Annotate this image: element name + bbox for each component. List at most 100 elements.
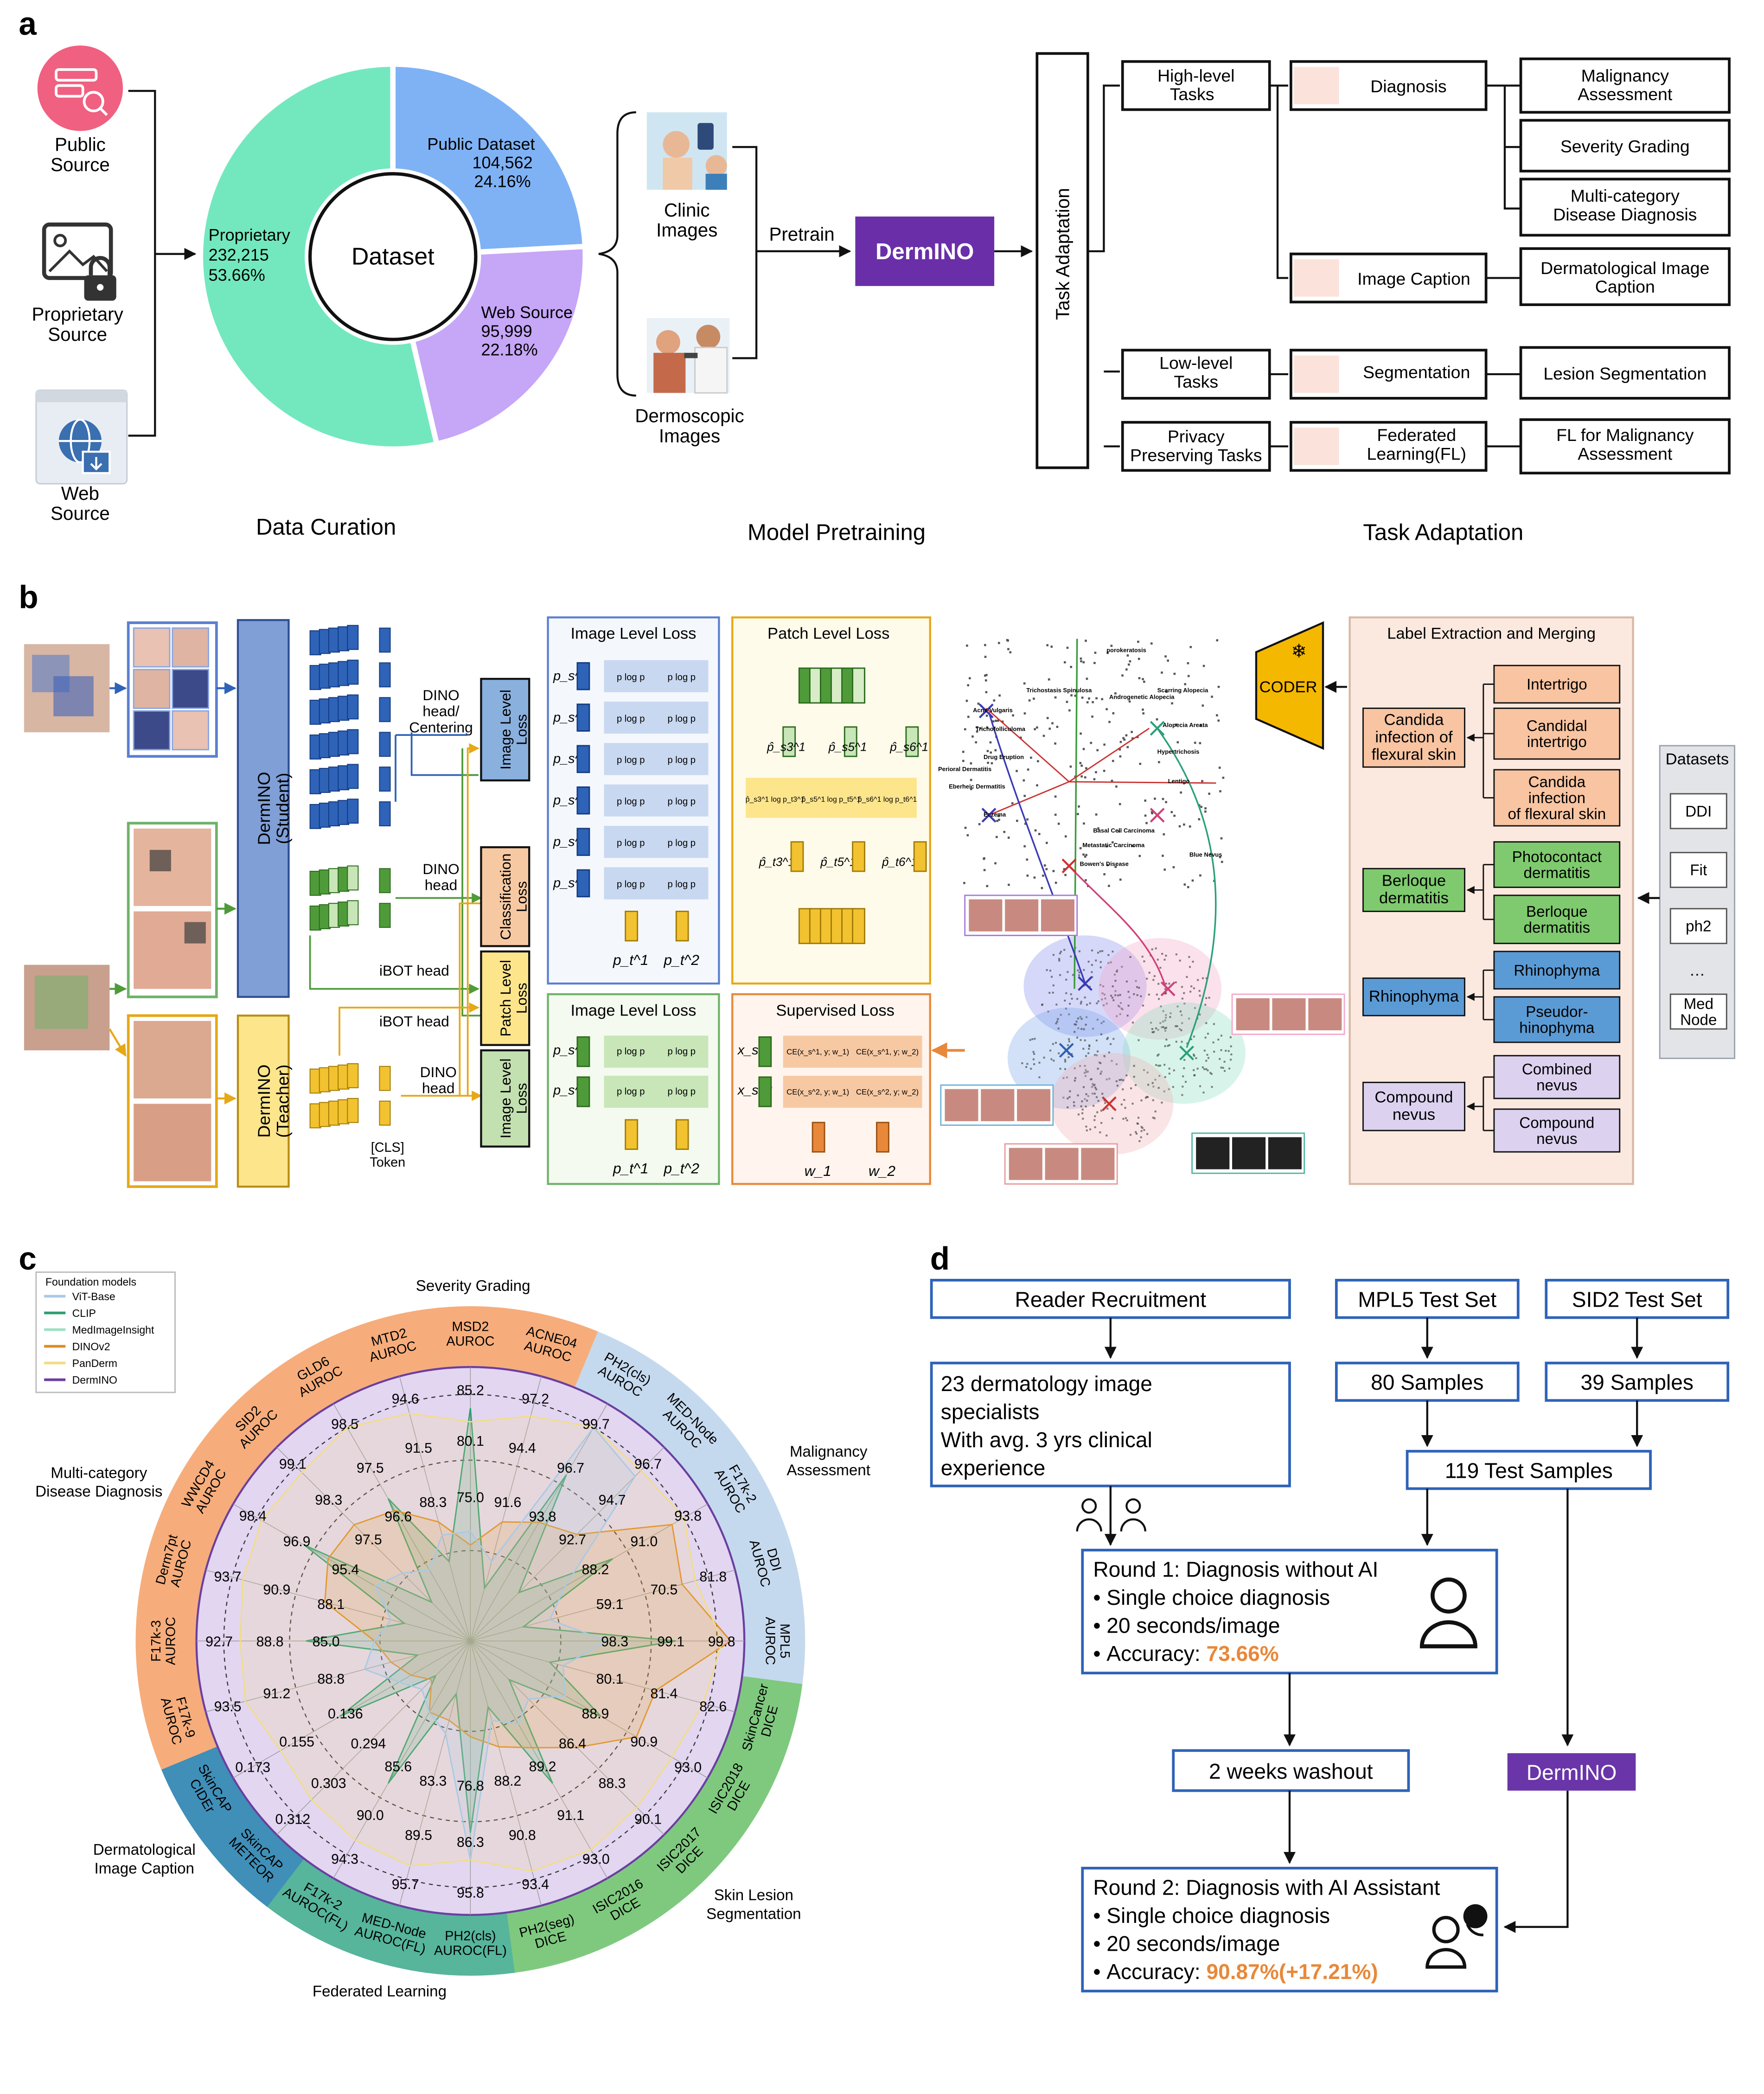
radar-spoke: [233, 1503, 471, 1641]
embedding-point: [1203, 1068, 1206, 1070]
radar-outer-value: 0.312: [275, 1812, 310, 1827]
embedding-point: [1067, 1044, 1069, 1047]
radar-inner-value: 88.8: [256, 1634, 284, 1649]
radar-spoke: [470, 1376, 542, 1641]
embedding-point: [1074, 1031, 1076, 1033]
radar-outer-value: 93.7: [214, 1569, 242, 1584]
embedding-point: [1160, 1005, 1162, 1008]
embedding-point: [1115, 1080, 1118, 1082]
embedding-point: [1007, 648, 1010, 651]
dataset-ellipsis: …: [1689, 962, 1706, 979]
embedding-point: [1054, 813, 1057, 816]
model-name-d: DermINO: [1527, 1761, 1617, 1785]
embedding-point: [1141, 956, 1144, 958]
samples-80-label: 80 Samples: [1371, 1370, 1483, 1394]
embedding-point: [1048, 678, 1050, 681]
embedding-point: [1112, 1038, 1115, 1040]
embedding-point: [1112, 951, 1114, 953]
embedding-point: [1122, 1088, 1124, 1091]
subtask-label-severity: Severity Grading: [1560, 137, 1690, 156]
embedding-point: [1088, 697, 1090, 700]
embedding-point: [1157, 1054, 1159, 1057]
radar-inner-value: 0.303: [311, 1776, 346, 1791]
embedding-point: [1016, 819, 1018, 822]
embedding-point: [1184, 683, 1187, 685]
embedding-point: [1034, 829, 1037, 832]
sid2-test-set-label: SID2 Test Set: [1572, 1288, 1702, 1312]
task-adaptation-box: [1035, 52, 1089, 469]
radar-mid-value: 76.8: [457, 1779, 484, 1794]
embedding-point: [1156, 993, 1158, 996]
embedding-point: [1200, 805, 1202, 808]
embedding-point: [1121, 965, 1123, 968]
radar-outer-value: 95.8: [457, 1885, 484, 1901]
embedding-point: [985, 715, 988, 717]
embedding-point: [1026, 1063, 1029, 1065]
embedding-point: [1037, 760, 1039, 762]
radar-mid-value: 85.0: [313, 1634, 340, 1649]
embedding-point: [1094, 1054, 1096, 1056]
embedding-point: [1183, 823, 1185, 826]
embedding-point: [1151, 948, 1153, 951]
embedding-point: [1033, 1053, 1035, 1055]
embedding-point: [1225, 1050, 1227, 1052]
embedding-point: [971, 735, 974, 738]
embedding-point: [998, 818, 1000, 821]
embedding-point: [1001, 721, 1004, 723]
embedding-point: [1126, 1119, 1128, 1122]
embedding-point: [1133, 1065, 1135, 1067]
embedding-point: [1164, 1045, 1166, 1047]
row-token: [576, 1076, 590, 1107]
embedding-point: [1211, 1086, 1213, 1088]
sid2-test-set-box: [1545, 1278, 1730, 1319]
radar-spoke: [276, 1641, 471, 1835]
embedding-point: [1159, 967, 1162, 969]
student-cls-token: [379, 662, 391, 688]
donut-center-ring: [308, 172, 478, 341]
mapping-curve: [1157, 728, 1217, 1048]
embedding-point: [1069, 1002, 1071, 1005]
embedding-point: [1123, 738, 1126, 741]
embedding-point: [1110, 995, 1112, 997]
radar-outer-value: 0.173: [235, 1760, 270, 1775]
radar-mid-value: 83.3: [419, 1774, 447, 1789]
embedding-point: [1164, 1029, 1167, 1032]
embedding-point: [1026, 818, 1029, 821]
round2-title: Round 2: Diagnosis with AI Assistant: [1093, 1876, 1440, 1900]
raw-label-line: Compound: [1519, 1114, 1594, 1131]
embedding-point: [1128, 663, 1130, 666]
embedding-point: [1135, 1131, 1137, 1133]
embedding-point: [1142, 709, 1144, 711]
embedding-point: [1230, 1045, 1232, 1047]
embedding-point: [1157, 983, 1160, 985]
radar-outer-value: 81.8: [699, 1569, 727, 1584]
embedding-point: [1053, 1060, 1055, 1062]
embedding-point: [998, 694, 1001, 697]
embedding-point: [1085, 1105, 1087, 1108]
dataset-name: DDI: [1685, 803, 1712, 820]
embedding-point: [1106, 1134, 1108, 1136]
embedding-point: [1216, 714, 1218, 716]
embedding-point: [985, 691, 988, 694]
loss-box-classification: [480, 846, 530, 947]
coder-encoder: [1255, 621, 1324, 750]
embedding-point: [1119, 878, 1122, 881]
radar-legend: [35, 1271, 176, 1393]
embedding-point: [1101, 992, 1104, 995]
embedding-point: [1128, 700, 1131, 703]
embedding-point: [1082, 1047, 1085, 1050]
embedding-point: [1187, 662, 1189, 664]
donut-slice: [409, 243, 588, 447]
embedding-point: [1164, 1076, 1166, 1078]
embedding-point: [1127, 1004, 1130, 1007]
raw-label-line: Photocontact: [1512, 849, 1602, 866]
embedding-point: [1191, 879, 1194, 882]
embedding-point: [1024, 823, 1027, 825]
radar-spoke: [470, 1641, 708, 1778]
embedding-point: [1064, 874, 1067, 876]
radar-axis-label-part: AUROC: [164, 1617, 179, 1665]
embedding-point: [1168, 1088, 1170, 1091]
embedding-point: [1032, 1058, 1035, 1060]
